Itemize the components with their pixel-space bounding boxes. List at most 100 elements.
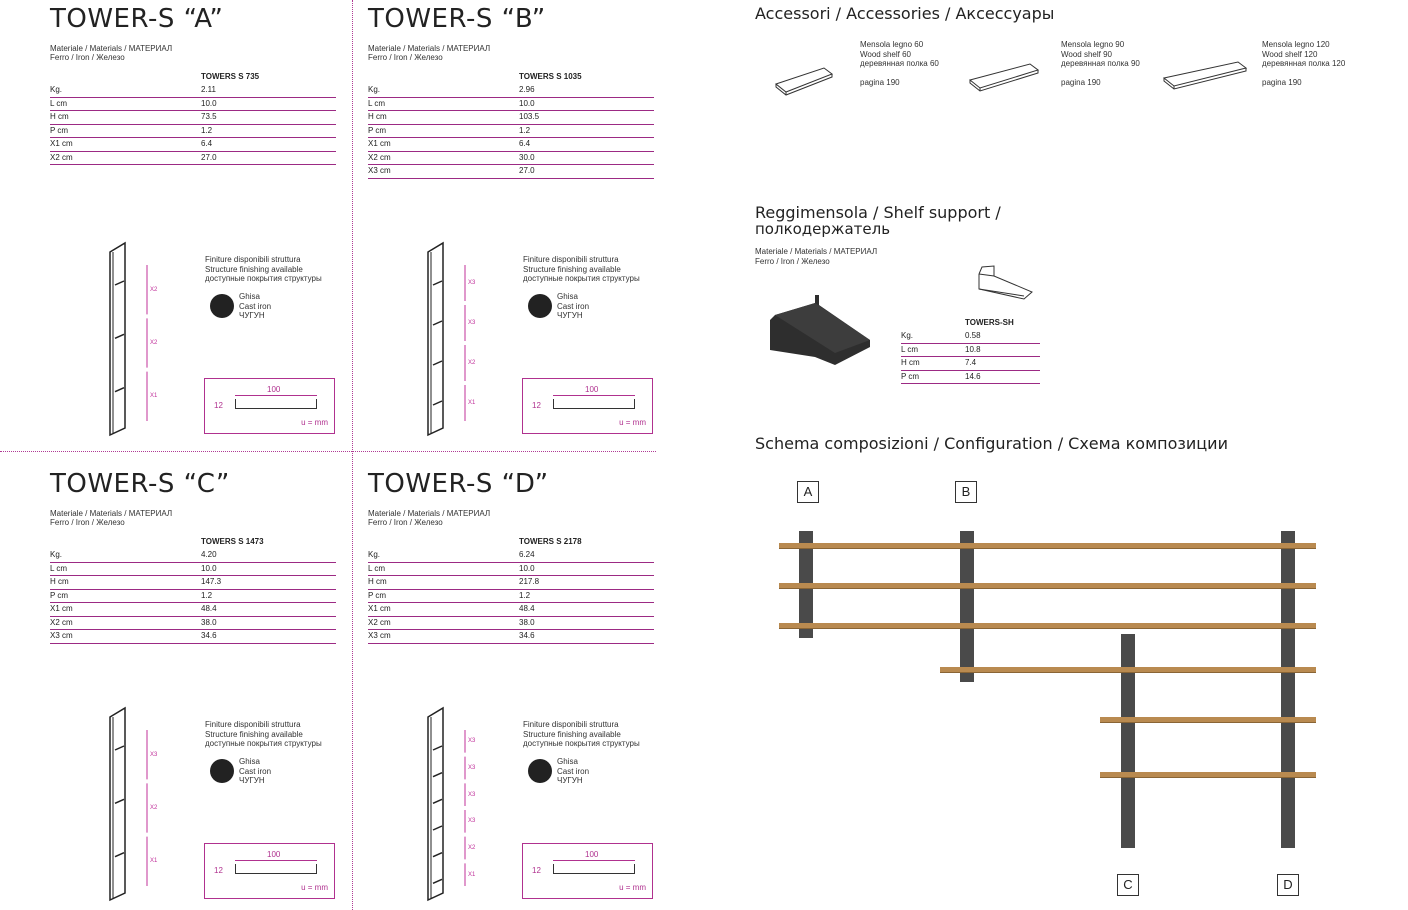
row-label: P cm bbox=[368, 590, 387, 600]
finish-line: доступные покрытия структуры bbox=[523, 739, 640, 748]
cast-iron-swatch bbox=[528, 759, 552, 783]
profile-height: 12 bbox=[214, 401, 223, 410]
row-value: 10.0 bbox=[519, 98, 535, 108]
finish-line: Finiture disponibili struttura bbox=[523, 720, 619, 729]
profile-shape bbox=[553, 399, 635, 409]
finish-name-line: Cast iron bbox=[239, 766, 272, 776]
row-label: Kg. bbox=[50, 550, 63, 559]
cast-iron-swatch bbox=[528, 294, 552, 318]
accessory-page: pagina 190 bbox=[860, 77, 900, 87]
tower-drawing bbox=[109, 706, 148, 902]
table-row: Kg.4.20 bbox=[50, 549, 336, 563]
material-value: Ferro / Iron / Железо bbox=[50, 518, 125, 527]
finish-name-line: ЧУГУН bbox=[557, 311, 583, 320]
profile-height: 12 bbox=[532, 401, 541, 410]
row-label: X2 cm bbox=[50, 617, 73, 627]
table-header: TOWERS S 1473 bbox=[201, 537, 264, 546]
table-row: Kg.2.96 bbox=[368, 84, 654, 98]
material-label: Materiale / Materials / МАТЕРИАЛ bbox=[368, 44, 491, 53]
tower-panel: TOWER-S “C”Materiale / Materials / МАТЕР… bbox=[50, 465, 350, 910]
profile-height: 12 bbox=[532, 866, 541, 875]
table-header: TOWERS-SH bbox=[965, 318, 1014, 327]
finish-text: Finiture disponibili struttura Structure… bbox=[523, 720, 640, 749]
finish-text: Finiture disponibili struttura Structure… bbox=[205, 720, 322, 749]
row-value: 38.0 bbox=[519, 617, 535, 627]
accessories-title: Accessori / Accessories / Аксессуары bbox=[755, 4, 1055, 23]
row-value: 73.5 bbox=[201, 112, 217, 121]
finish-name-line: Ghisa bbox=[239, 292, 260, 301]
support-title-ru: полкодержатель bbox=[755, 220, 891, 238]
finish-line: Structure finishing available bbox=[205, 729, 303, 739]
accessory-line: деревянная полка 120 bbox=[1262, 59, 1346, 68]
accessory-line: Mensola legno 60 bbox=[860, 40, 924, 49]
finish-line: доступные покрытия структуры bbox=[523, 274, 640, 283]
row-label: X1 cm bbox=[50, 604, 73, 613]
finish-name-line: Cast iron bbox=[557, 766, 590, 776]
accessory-line: Wood shelf 90 bbox=[1061, 49, 1112, 59]
row-value: 1.2 bbox=[519, 590, 531, 600]
dimension-mark: X3 bbox=[468, 818, 476, 825]
finish-name-line: Ghisa bbox=[557, 292, 578, 301]
row-value: 48.4 bbox=[519, 604, 535, 613]
label-d: D bbox=[1277, 874, 1299, 896]
profile-width: 100 bbox=[267, 850, 281, 859]
material-label: Materiale / Materials / МАТЕРИАЛ bbox=[368, 509, 491, 518]
row-value: 38.0 bbox=[201, 617, 217, 627]
accessory-line: деревянная полка 90 bbox=[1061, 59, 1140, 68]
accessory-line: Wood shelf 60 bbox=[860, 49, 911, 59]
finish-text: Finiture disponibili struttura Structure… bbox=[205, 255, 322, 284]
dimension-mark: X3 bbox=[468, 765, 476, 771]
table-header: TOWERS S 735 bbox=[201, 72, 260, 81]
dimension-mark: X3 bbox=[468, 280, 476, 286]
dimension-mark: X2 bbox=[468, 360, 476, 366]
row-value: 34.6 bbox=[201, 631, 217, 640]
finish-name-line: ЧУГУН bbox=[557, 776, 583, 785]
finish-line: Finiture disponibili struttura bbox=[205, 255, 301, 264]
tower-drawing bbox=[109, 241, 148, 437]
table-row: P cm 1.2 bbox=[368, 590, 654, 603]
row-value: 2.11 bbox=[201, 85, 216, 94]
tower-drawing bbox=[427, 241, 466, 437]
dimension-mark: X3 bbox=[468, 320, 476, 326]
tower-title: TOWER-S “D” bbox=[368, 469, 549, 499]
row-value: 6.4 bbox=[519, 139, 531, 148]
accessory-line: Wood shelf 120 bbox=[1262, 49, 1318, 59]
finish-text: Finiture disponibili struttura Structure… bbox=[523, 255, 640, 284]
shelf bbox=[779, 583, 1316, 589]
row-label: X2 cm bbox=[368, 617, 391, 627]
material-label: Materiale / Materials / МАТЕРИАЛ bbox=[50, 44, 173, 53]
profile-dim-line bbox=[553, 395, 635, 396]
profile-dim-line bbox=[235, 395, 317, 396]
row-value: 48.4 bbox=[201, 604, 217, 613]
row-value: 147.3 bbox=[201, 577, 222, 586]
row-label: P cm bbox=[50, 125, 69, 135]
row-label: X2 cm bbox=[368, 152, 391, 162]
dimension-mark: X3 bbox=[150, 751, 158, 758]
shelf bbox=[1100, 772, 1316, 778]
row-value: 27.0 bbox=[519, 166, 535, 175]
row-label: Kg. bbox=[901, 331, 914, 340]
accessory-page: pagina 190 bbox=[1262, 77, 1302, 87]
row-label: P cm bbox=[368, 125, 387, 135]
dimension-mark: X1 bbox=[468, 871, 476, 878]
tower-panel: TOWER-S “D” Materiale / Materials / МАТЕР… bbox=[368, 465, 668, 910]
row-value: 1.2 bbox=[201, 590, 213, 600]
row-label: L cm bbox=[50, 98, 68, 108]
tower-panel: TOWER-S “B”Materiale / Materials / МАТЕР… bbox=[368, 0, 668, 445]
